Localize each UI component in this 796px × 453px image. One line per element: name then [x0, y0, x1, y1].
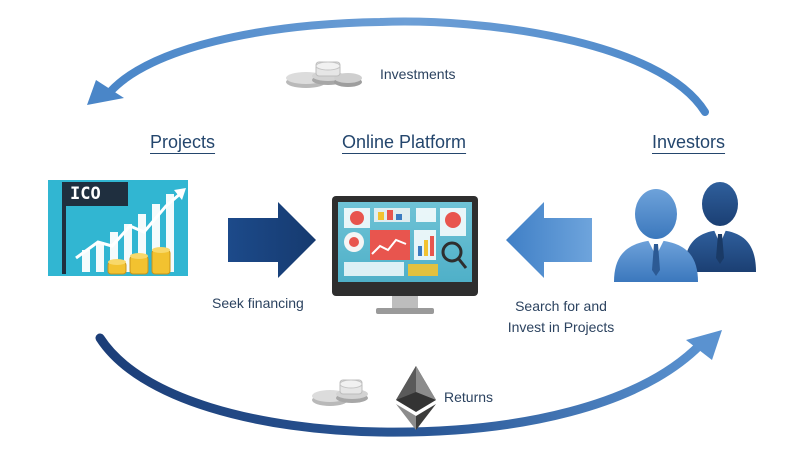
investments-coins-icon [286, 61, 362, 88]
investments-label: Investments [380, 66, 456, 82]
returns-flow-arrow [95, 330, 722, 437]
investors-heading: Investors [652, 132, 726, 152]
returns-coins-icon [312, 379, 368, 406]
returns-label: Returns [444, 389, 494, 405]
ico-growth-chart-icon [48, 180, 188, 276]
investments-flow-arrow [87, 17, 709, 116]
online-platform-heading: Online Platform [342, 132, 467, 152]
projects-heading: Projects [150, 132, 216, 152]
ethereum-icon [396, 366, 436, 430]
search-invest-line2: Invest in Projects [507, 319, 615, 335]
businessmen-icon [614, 182, 756, 282]
monitor-dashboard-icon [332, 196, 478, 314]
search-invest-label: Search for and Invest in Projects [486, 296, 636, 338]
search-invest-line1: Search for and [515, 298, 607, 314]
seek-financing-label: Seek financing [212, 295, 304, 311]
search-invest-arrow [506, 202, 592, 278]
ico-label: ICO [70, 184, 101, 204]
seek-financing-arrow [228, 202, 316, 278]
